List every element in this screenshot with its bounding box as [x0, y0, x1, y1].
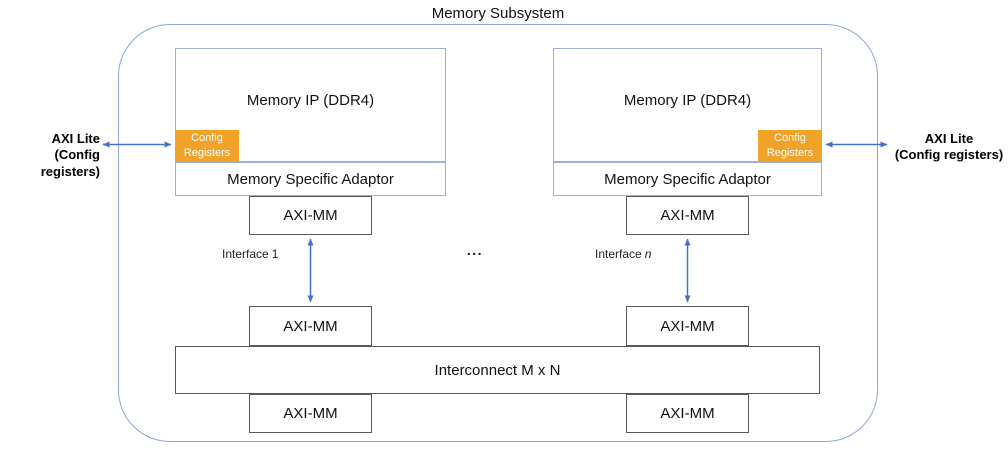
config-registers-left-line2: Registers	[183, 147, 231, 159]
interconnect-box: Interconnect M x N	[175, 346, 820, 394]
axi-mm-adaptor-right-label: AXI-MM	[660, 207, 715, 224]
config-registers-right: Config Registers	[758, 130, 822, 162]
axi-mm-adaptor-left: AXI-MM	[249, 196, 372, 235]
config-registers-right-line2: Registers	[766, 147, 814, 159]
memory-ip-label-left: Memory IP (DDR4)	[246, 91, 375, 109]
axi-lite-label-right-line2: (Config registers)	[894, 147, 1004, 163]
interface-label-left-prefix: Interface	[222, 247, 269, 261]
memory-adaptor-box-left: Memory Specific Adaptor	[175, 162, 446, 196]
interface-label-right-prefix: Interface	[595, 247, 642, 261]
axi-mm-adaptor-right: AXI-MM	[626, 196, 749, 235]
axi-mm-interconnect-bottom-right: AXI-MM	[626, 394, 749, 433]
ellipsis-label: ...	[466, 242, 484, 258]
axi-mm-interconnect-bottom-left-label: AXI-MM	[283, 405, 338, 422]
interconnect-label: Interconnect M x N	[434, 361, 561, 379]
axi-mm-interconnect-top-right: AXI-MM	[626, 306, 749, 346]
memory-ip-label-right: Memory IP (DDR4)	[623, 91, 752, 109]
axi-lite-label-left: AXI Lite (Config registers)	[0, 131, 100, 180]
axi-lite-label-left-line2: (Config registers)	[40, 147, 100, 179]
memory-adaptor-label-right: Memory Specific Adaptor	[604, 170, 771, 188]
config-registers-right-line1: Config	[774, 132, 806, 145]
axi-mm-interconnect-bottom-left: AXI-MM	[249, 394, 372, 433]
interface-label-right-number: n	[644, 247, 652, 261]
memory-adaptor-box-right: Memory Specific Adaptor	[553, 162, 822, 196]
config-registers-left-line1: Config	[191, 132, 223, 145]
axi-lite-label-right: AXI Lite (Config registers)	[893, 131, 1005, 164]
axi-lite-label-left-line1: AXI Lite	[51, 131, 100, 146]
axi-mm-interconnect-top-right-label: AXI-MM	[660, 317, 715, 335]
axi-mm-interconnect-top-left-label: AXI-MM	[283, 317, 338, 335]
memory-adaptor-label-left: Memory Specific Adaptor	[227, 170, 394, 188]
axi-mm-adaptor-left-label: AXI-MM	[283, 207, 338, 224]
memory-subsystem-container	[118, 24, 878, 442]
axi-mm-interconnect-top-left: AXI-MM	[249, 306, 372, 346]
config-registers-left: Config Registers	[175, 130, 239, 162]
memory-subsystem-title: Memory Subsystem	[431, 5, 565, 22]
axi-mm-interconnect-bottom-right-label: AXI-MM	[660, 405, 715, 422]
interface-label-left-number: 1	[271, 247, 279, 261]
axi-lite-label-right-line1: AXI Lite	[924, 131, 974, 146]
